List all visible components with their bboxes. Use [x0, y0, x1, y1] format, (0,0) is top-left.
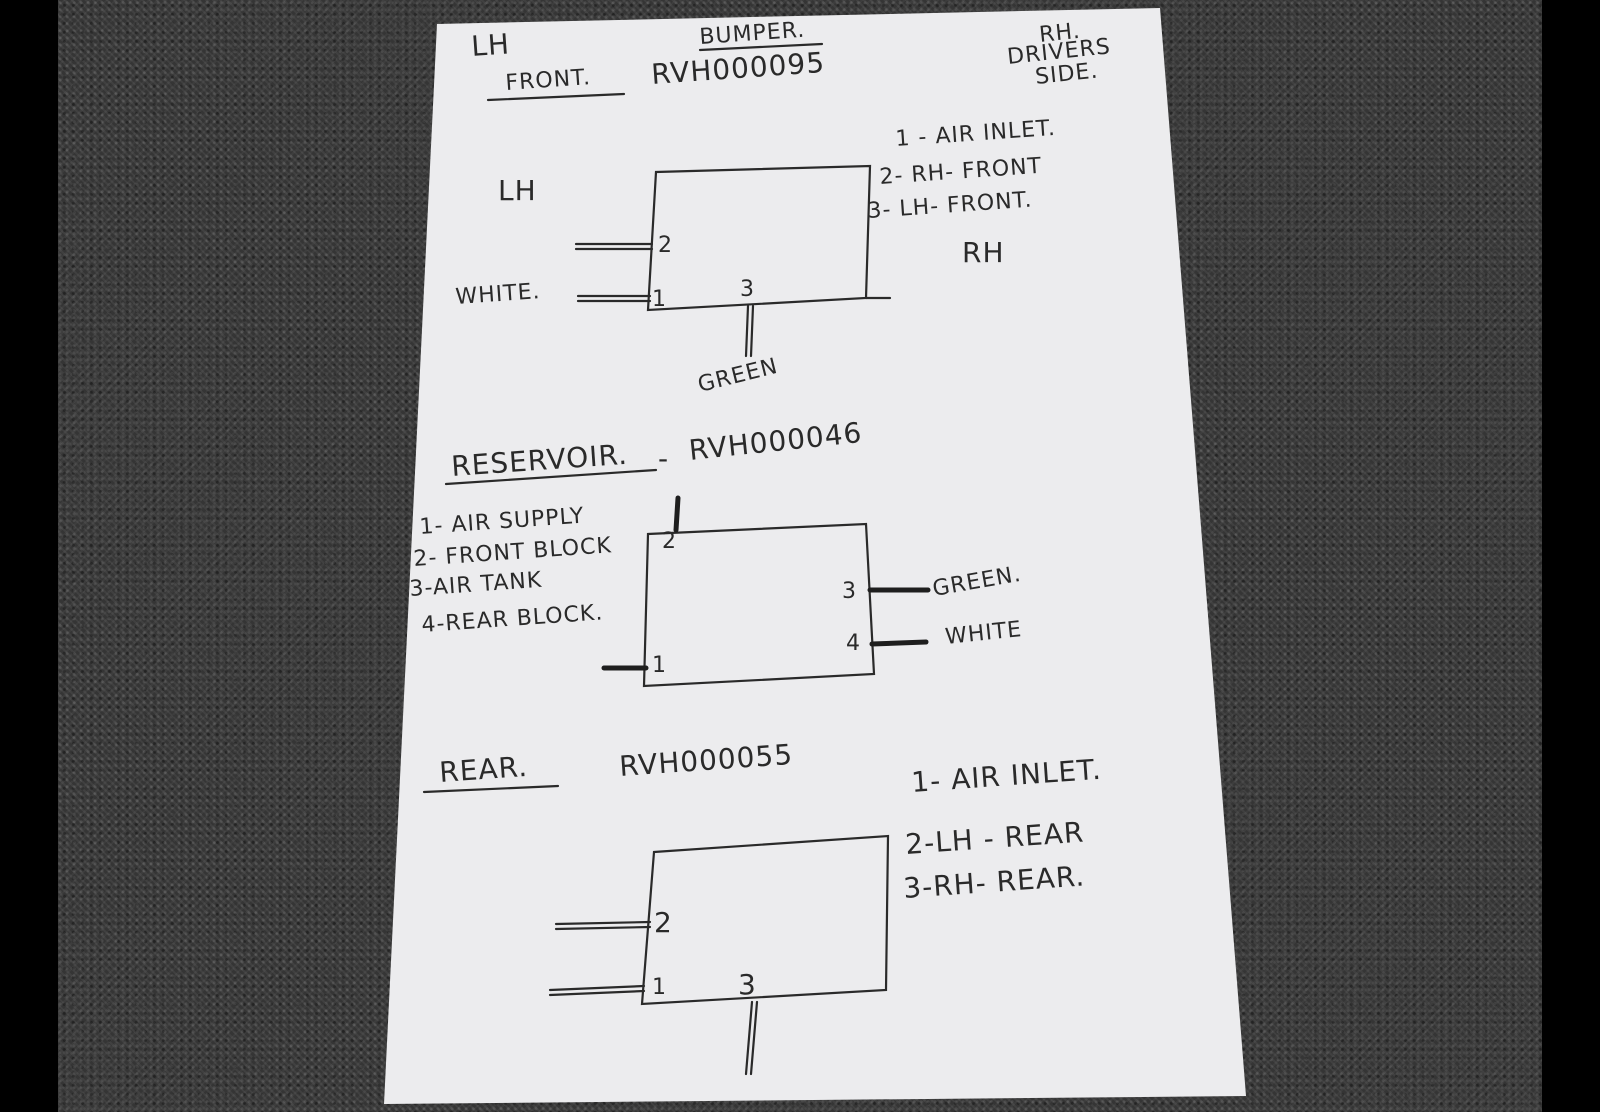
reservoir-block-box	[642, 522, 876, 688]
paper	[384, 8, 1246, 1104]
header-rh-label: RH.	[1038, 19, 1082, 48]
front-rh-label: RH	[962, 236, 1005, 269]
rear-heading: REAR.	[438, 750, 529, 789]
reservoir-heading-underline	[444, 468, 658, 486]
rear-port-1-hose-b	[548, 989, 646, 997]
rear-block-box	[640, 834, 890, 1006]
front-port-2-label: 2	[658, 233, 673, 258]
rear-port-3-label: 3	[738, 968, 757, 1001]
reservoir-port-4-hose	[869, 639, 929, 647]
header-title-underline	[698, 42, 824, 52]
reservoir-port-2-label: 2	[662, 529, 677, 554]
front-port-3-hose	[744, 304, 750, 358]
front-port-3-hose-b	[749, 304, 755, 358]
rear-port-2-label: 2	[654, 906, 673, 939]
rear-port-1-hose	[548, 984, 646, 992]
front-heading: FRONT.	[505, 65, 592, 96]
front-lh-label: LH	[498, 174, 537, 207]
rear-port-3-hose	[744, 1000, 754, 1076]
front-wire-white-label: WHITE.	[455, 279, 542, 310]
reservoir-dash: -	[658, 442, 669, 475]
front-port-1-label: 1	[652, 287, 667, 312]
rear-port-1-label: 1	[652, 975, 667, 1000]
rear-port-2-hose	[554, 920, 652, 926]
reservoir-port-2-hose	[673, 495, 681, 533]
reservoir-port-4-label: 4	[846, 631, 861, 656]
rear-port-2-hose-b	[554, 925, 652, 931]
rear-port-3-hose-b	[749, 1000, 759, 1076]
rear-heading-underline	[422, 784, 560, 794]
front-heading-underline	[486, 92, 626, 102]
reservoir-port-3-label: 3	[842, 579, 857, 604]
header-lh-label: LH	[470, 27, 511, 63]
front-port-3-label: 3	[740, 277, 755, 302]
reservoir-port-1-label: 1	[652, 653, 667, 678]
